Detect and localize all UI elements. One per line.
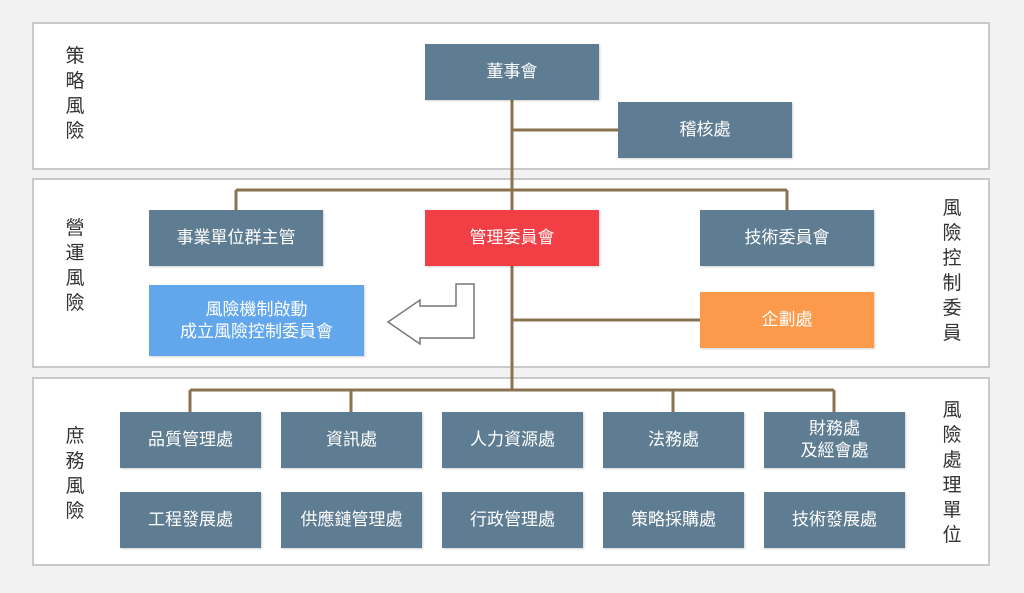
left-arrow-icon: [386, 283, 475, 346]
risk-control-committee-label: 風險控制委員: [942, 197, 962, 344]
risk-mechanism-node: 風險機制啟動 成立風險控制委員會: [149, 285, 364, 356]
technical-committee-node: 技術委員會: [700, 210, 874, 266]
operational-risk-label: 營運風險: [65, 217, 85, 314]
risk-handling-units-label: 風險處理單位: [942, 399, 962, 546]
hr-node: 人力資源處: [442, 412, 583, 468]
strategic-risk-label: 策略風險: [65, 45, 85, 142]
supply-chain-node: 供應鏈管理處: [281, 492, 422, 548]
finance-node: 財務處 及經會處: [764, 412, 905, 468]
strategic-procurement-node: 策略採購處: [603, 492, 744, 548]
quality-management-node: 品質管理處: [120, 412, 261, 468]
business-unit-heads-node: 事業單位群主管: [149, 210, 323, 266]
it-node: 資訊處: [281, 412, 422, 468]
tech-development-node: 技術發展處: [764, 492, 905, 548]
engineering-node: 工程發展處: [120, 492, 261, 548]
routine-risk-label: 庶務風險: [65, 425, 85, 522]
management-committee-node: 管理委員會: [425, 210, 599, 266]
legal-node: 法務處: [603, 412, 744, 468]
admin-node: 行政管理處: [442, 492, 583, 548]
planning-node: 企劃處: [700, 292, 874, 348]
board-node: 董事會: [425, 44, 599, 100]
audit-node: 稽核處: [618, 102, 792, 158]
